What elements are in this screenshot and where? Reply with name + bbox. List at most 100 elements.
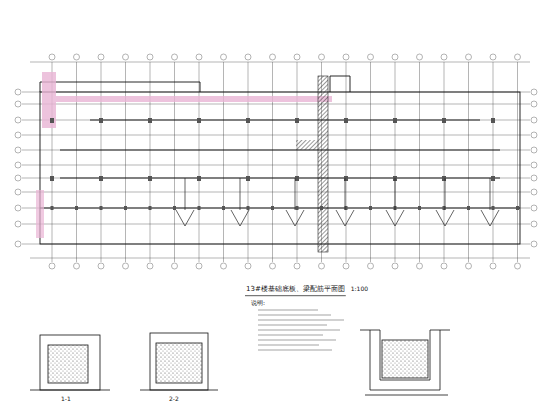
drawing-stroke	[515, 54, 521, 60]
drawing-stroke	[336, 210, 354, 226]
drawing-stroke	[15, 147, 21, 153]
drawing-stroke	[531, 132, 537, 138]
drawing-stroke	[467, 206, 470, 210]
drawing-stroke	[185, 178, 186, 210]
drawing-stroke	[445, 178, 446, 210]
drawing-stroke	[22, 192, 530, 193]
drawing-stroke	[258, 340, 336, 341]
drawing-stroke	[516, 206, 519, 210]
drawing-stroke	[343, 263, 349, 269]
drawing-stroke	[99, 176, 103, 181]
drawing-stroke	[123, 263, 129, 269]
drawing-stroke	[196, 263, 202, 269]
drawing-stroke	[531, 147, 537, 153]
drawing-stroke	[246, 176, 250, 181]
drawing-stroke	[270, 54, 276, 60]
drawing-stroke	[466, 54, 472, 60]
drawing-stroke	[490, 263, 496, 269]
drawing-stroke	[198, 206, 201, 210]
drawing-stroke	[294, 263, 300, 269]
drawing-stroke	[368, 54, 374, 60]
drawing-stroke	[75, 206, 78, 210]
drawing-stroke	[492, 206, 495, 210]
drawing-stroke	[100, 206, 103, 210]
drawing-stroke	[491, 118, 495, 123]
drawing-stroke	[531, 162, 537, 168]
drawing-stroke	[221, 263, 227, 269]
drawing-stroke	[196, 54, 202, 60]
title-underline	[245, 295, 346, 296]
drawing-stroke	[15, 189, 21, 195]
section-label: 2-2	[168, 396, 180, 403]
drawing-stroke	[197, 118, 201, 123]
drawing-stroke	[296, 206, 299, 210]
drawing-stroke	[172, 54, 178, 60]
drawing-stroke	[294, 54, 300, 60]
drawing-stroke	[417, 263, 423, 269]
drawing-stroke	[295, 176, 299, 181]
drawing-stroke	[490, 178, 491, 210]
notes-heading: 说明:	[250, 300, 266, 307]
drawing-stroke	[531, 89, 537, 95]
drawing-stroke	[123, 54, 129, 60]
drawing-stroke	[320, 206, 323, 210]
drawing-stroke	[22, 224, 530, 225]
section-label: 1-1	[60, 396, 72, 403]
scale-label: 1:100	[350, 286, 369, 293]
drawing-stroke	[319, 54, 325, 60]
drawing-stroke	[258, 330, 340, 331]
drawing-stroke	[344, 176, 348, 181]
drawing-stroke	[295, 118, 299, 123]
drawing-stroke	[258, 335, 323, 336]
drawing-stroke	[22, 104, 530, 105]
drawing-stroke	[245, 263, 251, 269]
drawing-stroke	[515, 263, 521, 269]
drawing-stroke	[343, 54, 349, 60]
drawing-stroke	[231, 210, 249, 226]
drawing-stroke	[124, 206, 127, 210]
drawing-stroke	[392, 263, 398, 269]
drawing-stroke	[15, 205, 21, 211]
drawing-stroke	[221, 54, 227, 60]
drawing-stroke	[319, 263, 325, 269]
drawing-stroke	[258, 310, 318, 311]
drawing-stroke	[442, 118, 446, 123]
drawing-stroke	[30, 258, 530, 259]
drawing-stroke	[531, 101, 537, 107]
drawing-stroke	[531, 189, 537, 195]
drawing-stroke	[15, 221, 21, 227]
drawing-stroke	[99, 118, 103, 123]
drawing-stroke	[531, 241, 537, 247]
drawing-stroke	[344, 118, 348, 123]
drawing-stroke	[49, 263, 55, 269]
drawing-stroke	[222, 206, 225, 210]
drawing-stroke	[286, 210, 304, 226]
drawing-stroke	[22, 135, 530, 136]
drawing-stroke	[466, 263, 472, 269]
drawing-stroke	[531, 205, 537, 211]
drawing-stroke	[22, 165, 530, 166]
drawing-stroke	[395, 178, 396, 210]
drawing-stroke	[22, 208, 530, 209]
drawing-stroke	[368, 263, 374, 269]
drawing-stroke	[418, 206, 421, 210]
drawing-stroke	[50, 176, 54, 181]
drawing-stroke	[490, 54, 496, 60]
drawing-stroke	[15, 101, 21, 107]
drawing-stroke	[441, 54, 447, 60]
drawing-stroke	[15, 175, 21, 181]
drawing-stroke	[392, 54, 398, 60]
drawing-stroke	[50, 118, 54, 123]
drawing-stroke	[149, 206, 152, 210]
drawing-stroke	[51, 206, 54, 210]
drawing-stroke	[15, 117, 21, 123]
drawing-stroke	[74, 54, 80, 60]
drawing-stroke	[245, 54, 251, 60]
drawing-stroke	[22, 178, 530, 179]
drawing-stroke	[258, 320, 344, 321]
drawing-stroke	[49, 54, 55, 60]
drawing-stroke	[393, 118, 397, 123]
drawing-stroke	[246, 118, 250, 123]
